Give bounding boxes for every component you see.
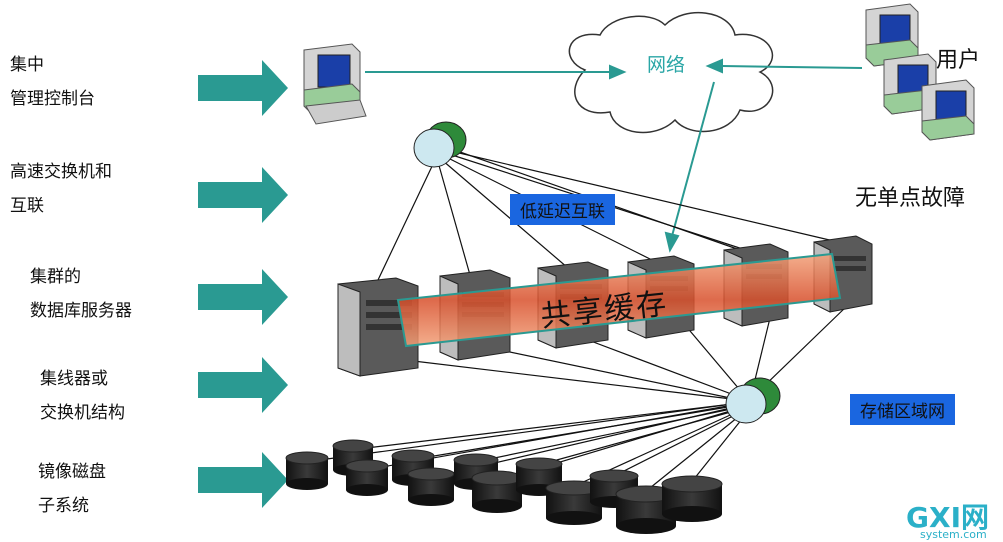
no-spof-label: 无单点故障 [855,186,966,211]
san-tag: 存储区域网 [850,394,955,425]
disk [661,475,723,522]
label-db-server: 集群的 数据库服务器 [30,260,132,328]
label-hub-line1: 集线器或 [40,369,108,389]
label-hub-line2: 交换机结构 [40,403,125,423]
disk [407,467,455,506]
label-disk: 镜像磁盘 子系统 [38,455,106,523]
disk [285,451,329,490]
label-switch-line2: 互联 [10,196,44,216]
label-console-line2: 管理控制台 [10,89,95,109]
arrow-console [198,60,288,116]
arrow-switch [198,167,288,223]
users-label: 用户 [936,48,981,73]
top-switch-icon [413,121,467,168]
arrow-hub [198,357,288,413]
label-disk-line2: 子系统 [38,496,89,516]
site-logo-sub: system.com [920,528,987,541]
san-switch-icon [725,377,781,424]
label-disk-line1: 镜像磁盘 [38,462,106,482]
shared-cache-band [396,252,842,348]
network-label: 网络 [647,54,686,76]
low-latency-tag: 低延迟互联 [510,194,615,225]
label-console: 集中 管理控制台 [10,48,95,116]
network-cloud [568,11,774,134]
label-hub: 集线器或 交换机结构 [40,362,125,430]
label-db-server-line1: 集群的 [30,267,81,287]
arrow-disk [198,452,288,508]
left-arrows [198,60,288,508]
label-db-server-line2: 数据库服务器 [30,301,132,321]
label-switch-line1: 高速交换机和 [10,162,112,182]
mirrored-disks [285,439,723,534]
site-logo: GXI网 [906,501,989,534]
label-console-line1: 集中 [10,55,44,75]
disk [471,470,523,513]
disk [345,459,389,496]
network-lines [365,58,863,253]
label-switch: 高速交换机和 互联 [10,155,112,223]
console-computer-icon [303,43,367,125]
arrow-db-server [198,269,288,325]
user-computer-icons [865,3,975,141]
